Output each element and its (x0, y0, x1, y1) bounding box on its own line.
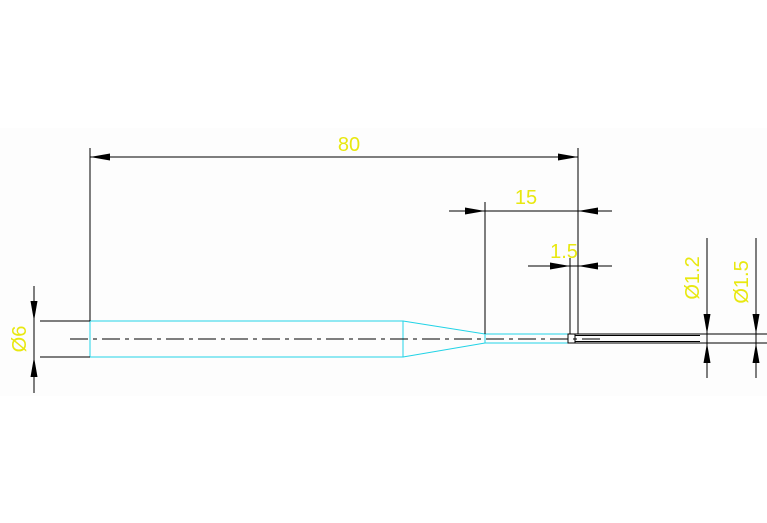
needle-tip (567, 333, 767, 344)
dimension-label-d6: Ø6 (9, 326, 31, 353)
dimension-label-d1-2: Ø1.2 (682, 256, 704, 299)
arrowhead-d1-5-top (752, 314, 760, 334)
arrowhead-d6-top (30, 301, 38, 321)
arrowhead-1-5-left (550, 262, 570, 270)
dimension-label-1-5: 1.5 (550, 241, 578, 263)
arrowhead-d1-5-bottom (752, 343, 760, 363)
dimension-section-length: 15 (449, 187, 612, 334)
dimension-tip-length: 1.5 (528, 241, 612, 334)
arrowhead-1-5-right (578, 262, 598, 270)
arrowhead-15-right (578, 207, 598, 215)
dimension-label-80: 80 (338, 134, 360, 156)
arrowhead-right (558, 153, 578, 161)
dimension-inner-diameter: Ø1.2 (682, 238, 711, 378)
dimension-label-d1-5: Ø1.5 (731, 260, 753, 303)
arrowhead-d1-2-bottom (703, 343, 711, 363)
dimension-shank-diameter: Ø6 (9, 286, 90, 393)
arrowhead-d1-2-top (703, 314, 711, 334)
arrowhead-15-left (465, 207, 485, 215)
dimension-label-15: 15 (515, 187, 537, 209)
drawing-sheet (0, 128, 767, 396)
arrowhead-d6-bottom (30, 357, 38, 377)
dimension-outer-diameter: Ø1.5 (731, 238, 760, 378)
dimension-overall-length: 80 (89, 134, 579, 334)
arrowhead-left (90, 153, 110, 161)
